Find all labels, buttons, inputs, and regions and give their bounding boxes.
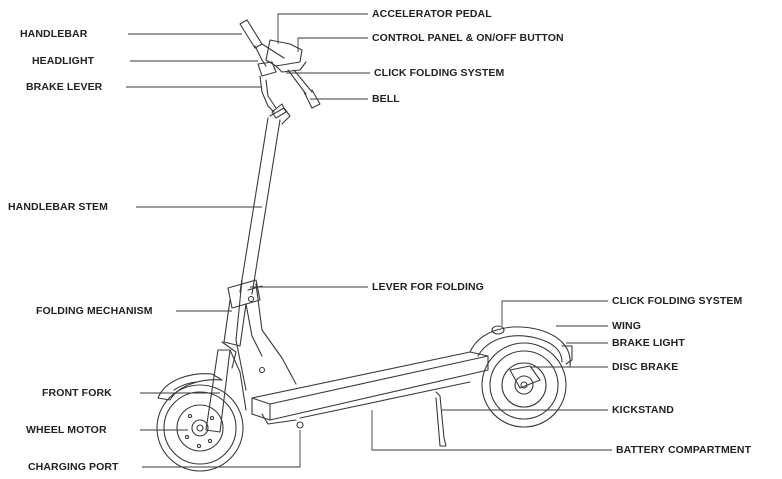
rear-wheel — [481, 342, 567, 428]
label-folding-mechanism: FOLDING MECHANISM — [36, 305, 153, 317]
label-handlebar-stem: HANDLEBAR STEM — [8, 201, 108, 213]
label-wing: WING — [612, 320, 641, 332]
label-click-folding-rear: CLICK FOLDING SYSTEM — [612, 295, 743, 307]
charging-port-shape — [296, 421, 304, 429]
label-front-fork: FRONT FORK — [42, 387, 112, 399]
deck — [251, 351, 489, 425]
handlebar-assembly — [239, 19, 321, 119]
label-wheel-motor: WHEEL MOTOR — [26, 424, 107, 436]
rear-folding-knob — [491, 325, 505, 335]
label-lever-for-folding: LEVER FOR FOLDING — [372, 281, 484, 293]
front-wheel — [156, 384, 244, 472]
label-disc-brake: DISC BRAKE — [612, 361, 679, 373]
label-accelerator-pedal: ACCELERATOR PEDAL — [372, 8, 492, 20]
label-click-folding-top: CLICK FOLDING SYSTEM — [374, 67, 505, 79]
label-headlight: HEADLIGHT — [32, 55, 95, 67]
front-fork — [205, 341, 247, 433]
label-kickstand: KICKSTAND — [612, 404, 674, 416]
label-brake-lever: BRAKE LEVER — [26, 81, 103, 93]
rear-fender — [469, 326, 573, 367]
kickstand-shape — [435, 391, 447, 447]
front-fender — [157, 373, 223, 401]
label-handlebar: HANDLEBAR — [20, 28, 88, 40]
handlebar-stem — [239, 107, 291, 295]
label-charging-port: CHARGING PORT — [28, 461, 119, 473]
label-battery-compartment: BATTERY COMPARTMENT — [616, 444, 752, 456]
label-control-panel: CONTROL PANEL & ON/OFF BUTTON — [372, 32, 564, 44]
label-bell: BELL — [372, 93, 400, 105]
label-brake-light: BRAKE LIGHT — [612, 337, 685, 349]
